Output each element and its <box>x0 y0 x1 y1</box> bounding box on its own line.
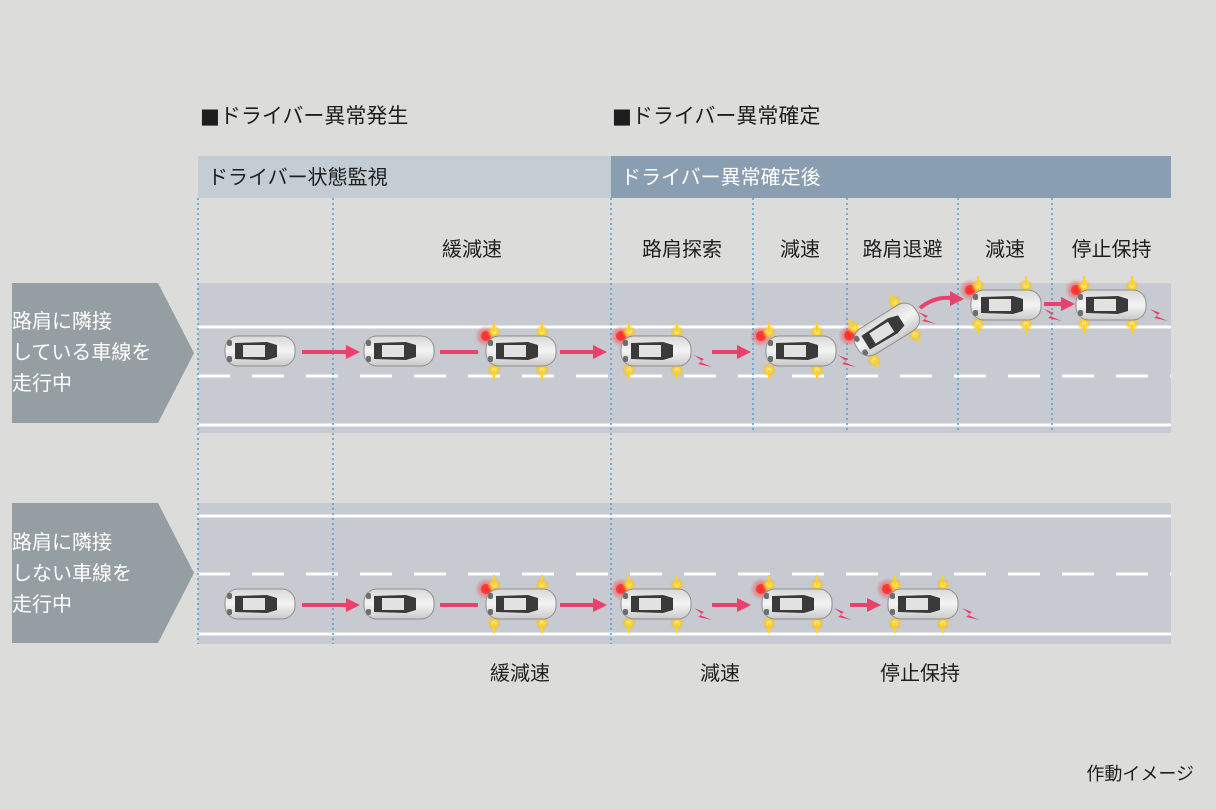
lane-label-adjacent-line2: している車線を <box>12 340 152 364</box>
arrow-top-1 <box>302 345 360 359</box>
car-top-4 <box>609 321 712 381</box>
arrow-top-6-curved <box>918 291 964 324</box>
car-bottom-5 <box>749 574 852 634</box>
bottom-label-decel: 減速 <box>700 661 740 685</box>
side-tag-adjacent <box>12 283 194 423</box>
band-after-confirmed: ドライバー異常確定後 <box>611 156 1171 198</box>
road-lines-top <box>198 325 1171 427</box>
column-label-shoulder-search: 路肩探索 <box>642 237 722 261</box>
car-top-1 <box>224 335 296 367</box>
bottom-label-stop-hold: 停止保持 <box>880 661 960 685</box>
arrow-bottom-3 <box>560 598 607 612</box>
column-label-decel-1: 減速 <box>780 237 820 261</box>
column-label-shoulder-evac: 路肩退避 <box>862 237 943 261</box>
arrow-top-4 <box>712 345 751 359</box>
arrow-top-7 <box>1044 297 1075 311</box>
arrow-bottom-1 <box>302 598 360 612</box>
side-tag-non-adjacent <box>12 503 194 643</box>
lane-label-non-adjacent: 路肩に隣接 しない車線を 走行中 <box>12 527 132 620</box>
lane-label-adjacent-line3: 走行中 <box>12 371 72 395</box>
car-top-3 <box>474 321 557 381</box>
column-label-slow-decel: 緩減速 <box>442 237 502 261</box>
car-bottom-1 <box>224 588 296 620</box>
lane-label-non-adjacent-line3: 走行中 <box>12 592 72 616</box>
road-lines-bottom <box>198 514 1171 636</box>
car-bottom-2 <box>363 588 435 620</box>
phase-dividers <box>197 198 1053 644</box>
column-label-stop-hold: 停止保持 <box>1071 237 1152 261</box>
phase-driver-abnormal-confirmed: ■ドライバー異常確定 <box>612 104 821 128</box>
arrow-top-3 <box>560 345 607 359</box>
lane-label-adjacent-line1: 路肩に隣接 <box>12 309 112 333</box>
car-bottom-6 <box>875 574 980 634</box>
car-bottom-4 <box>609 574 712 634</box>
caption-operation-image: 作動イメージ <box>1086 764 1194 785</box>
bottom-label-slow-decel: 緩減速 <box>490 661 550 685</box>
lane-label-non-adjacent-line2: しない車線を <box>12 561 132 585</box>
lane-label-adjacent: 路肩に隣接 している車線を 走行中 <box>12 306 151 399</box>
lane-label-non-adjacent-line1: 路肩に隣接 <box>12 530 112 554</box>
car-top-8 <box>1064 275 1168 335</box>
car-top-2 <box>363 335 435 367</box>
phase-driver-abnormal-occurrence: ■ドライバー異常発生 <box>200 104 409 128</box>
car-bottom-3 <box>474 574 557 634</box>
column-label-decel-2: 減速 <box>985 237 1025 261</box>
arrow-bottom-5 <box>850 598 881 612</box>
band-driver-monitoring: ドライバー状態監視 <box>198 156 611 198</box>
arrow-bottom-4 <box>712 598 751 612</box>
